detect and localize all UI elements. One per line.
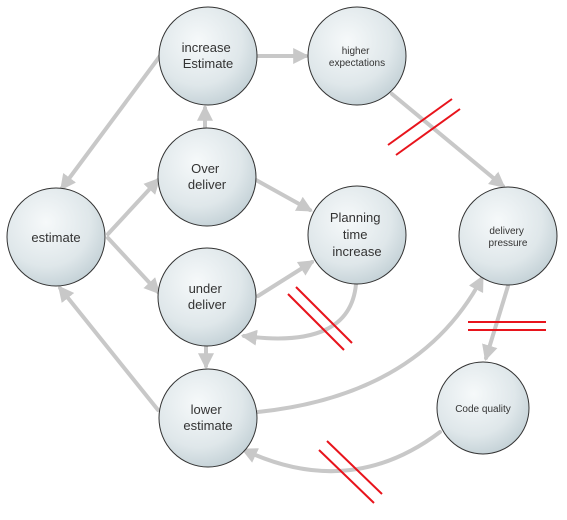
node-label-line: Over xyxy=(191,161,220,176)
node-label-line: deliver xyxy=(188,177,227,192)
edge-higher-expectations-to-delivery-pressure xyxy=(390,92,506,189)
node-label-line: Planning xyxy=(330,210,381,225)
node-label-line: higher xyxy=(342,46,370,57)
svg-text:increase Estimate: increase Estimate xyxy=(182,40,235,71)
node-label-line: estimate xyxy=(31,230,80,245)
node-label-line: increase xyxy=(182,40,231,55)
svg-text:higher expectations: higher expectations xyxy=(329,46,385,69)
edge-lower-estimate-to-delivery-pressure xyxy=(256,275,484,414)
svg-text:Code quality: Code quality xyxy=(455,404,511,415)
node-under-deliver: under deliver xyxy=(157,247,257,347)
node-label-line: Code quality xyxy=(455,404,511,415)
edge-lower-estimate-to-estimate xyxy=(57,285,160,412)
delay-marks xyxy=(287,98,546,504)
node-lower-estimate: lower estimate xyxy=(158,368,258,468)
edge-estimate-to-under-deliver xyxy=(106,236,161,295)
svg-text:estimate: estimate xyxy=(31,230,80,245)
node-label-line: pressure xyxy=(489,238,528,249)
svg-text:Over deliver: Over deliver xyxy=(188,161,227,192)
node-label-line: delivery xyxy=(489,226,523,237)
node-increase-estimate: increase Estimate xyxy=(158,6,258,106)
delay-mark-code-quality xyxy=(318,440,383,504)
node-label-line: lower xyxy=(191,402,223,417)
svg-text:Planning time incr: Planning time increase xyxy=(330,210,384,259)
node-label-line: Estimate xyxy=(183,56,234,71)
node-label-line: increase xyxy=(332,244,381,259)
delay-mark-delivery-pressure xyxy=(468,321,546,331)
svg-text:delivery pressure: delivery pressure xyxy=(489,226,528,249)
node-label-line: estimate xyxy=(183,418,232,433)
svg-text:under deliver: under deliver xyxy=(188,281,227,312)
node-code-quality: Code quality xyxy=(436,361,530,455)
node-planning-time-increase: Planning time increase xyxy=(307,185,407,285)
node-label-line: time xyxy=(343,227,368,242)
delay-mark-planning-time xyxy=(287,286,353,351)
edge-estimate-to-over-deliver xyxy=(106,177,161,236)
node-over-deliver: Over deliver xyxy=(157,127,257,227)
node-label-line: under xyxy=(189,281,223,296)
node-estimate: estimate xyxy=(6,187,106,287)
edge-under-deliver-to-planning-time xyxy=(256,260,315,298)
edge-increase-estimate-to-estimate xyxy=(60,54,162,191)
delay-mark-higher-expectations xyxy=(387,98,461,156)
node-label-line: deliver xyxy=(188,297,227,312)
node-delivery-pressure: delivery pressure xyxy=(458,186,558,286)
edge-over-deliver-to-planning-time xyxy=(254,178,313,212)
svg-text:lower estimate: lower estimate xyxy=(183,402,232,433)
node-higher-expectations: higher expectations xyxy=(307,6,407,106)
node-label-line: expectations xyxy=(329,58,385,69)
edge-code-quality-to-lower-estimate xyxy=(241,430,442,474)
